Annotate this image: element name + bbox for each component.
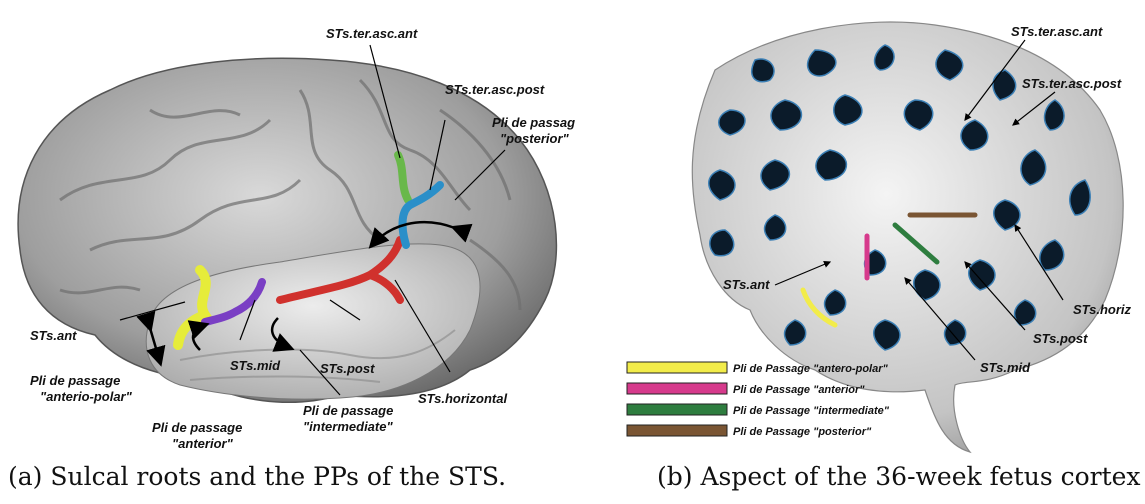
- label-b-sts-ter-asc-ant: STs.ter.asc.ant: [1011, 24, 1103, 39]
- panel-b-brain-image: STs.ter.asc.ant STs.ter.asc.post STs.ant…: [626, 21, 1132, 454]
- label-pp-anterior-line1: Pli de passage: [152, 420, 242, 435]
- caption-panel-b: (b) Aspect of the 36-week fetus cortex: [657, 462, 1141, 491]
- label-pp-anteriopolar-line1: Pli de passage: [30, 373, 120, 388]
- legend-swatch-posterior: [626, 424, 728, 437]
- sts-horizontal-segment: [276, 236, 404, 304]
- label-sts-horizontal: STs.horizontal: [418, 391, 507, 406]
- legend-swatch-antero-polar: [626, 361, 728, 374]
- legend-swatch-intermediate: [626, 403, 728, 416]
- pp-arrows: [136, 220, 473, 367]
- label-pp-posterior-line1: Pli de passage: [492, 115, 575, 130]
- label-pp-posterior-line2: "posterior": [500, 131, 570, 146]
- sulci-pattern: [708, 44, 1091, 351]
- panel-a-brain-image: STs.ter.asc.ant STs.ter.asc.post Pli de …: [17, 26, 575, 451]
- label-sts-post: STs.post: [320, 361, 375, 376]
- legend-swatch-anterior: [626, 382, 728, 395]
- label-b-sts-mid: STs.mid: [980, 360, 1031, 375]
- label-sts-ter-asc-post: STs.ter.asc.post: [445, 82, 545, 97]
- label-pp-intermediate-line1: Pli de passage: [303, 403, 393, 418]
- label-sts-ter-asc-ant: STs.ter.asc.ant: [326, 26, 418, 41]
- sts-mid-segment: [201, 278, 266, 326]
- legend-label-intermediate: Pli de Passage "intermediate": [733, 405, 890, 417]
- legend: Pli de Passage "antero-polar" Pli de Pas…: [626, 361, 890, 438]
- label-pp-anterior-line2: "anterior": [172, 436, 234, 451]
- sts-ant-segment: [173, 265, 213, 350]
- label-pp-intermediate-line2: "intermediate": [303, 419, 393, 434]
- legend-label-posterior: Pli de Passage "posterior": [733, 426, 872, 438]
- sts-ter-asc-ant-segment: [394, 151, 412, 204]
- label-b-sts-ant: STs.ant: [723, 277, 770, 292]
- legend-label-anterior: Pli de Passage "anterior": [733, 384, 865, 396]
- label-b-sts-ter-asc-post: STs.ter.asc.post: [1022, 76, 1122, 91]
- pp-colored-arrows: [800, 212, 978, 328]
- label-b-sts-horiz: STs.horiz: [1073, 302, 1132, 317]
- label-pp-anteriopolar-line2: "anterio-polar": [40, 389, 133, 404]
- caption-panel-a: (a) Sulcal roots and the PPs of the STS.: [8, 462, 507, 491]
- label-b-sts-post: STs.post: [1033, 331, 1088, 346]
- legend-label-antero-polar: Pli de Passage "antero-polar": [733, 363, 888, 375]
- label-sts-ant: STs.ant: [30, 328, 77, 343]
- label-sts-mid: STs.mid: [230, 358, 281, 373]
